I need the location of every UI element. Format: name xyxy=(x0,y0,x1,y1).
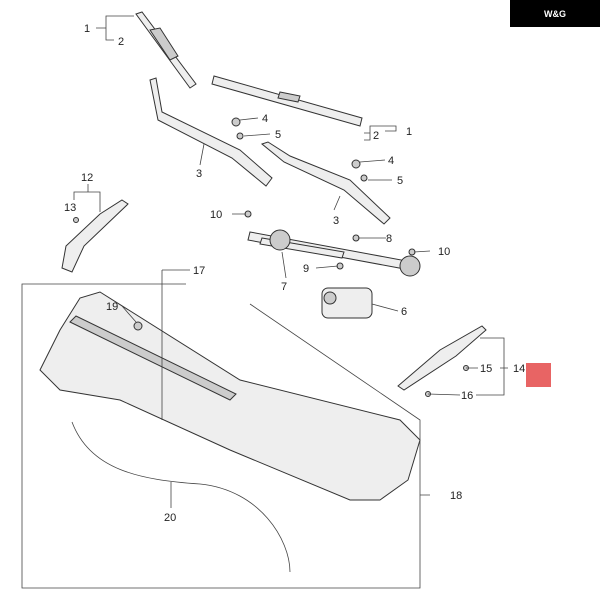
side-cover-right xyxy=(397,325,487,391)
callout-10: 10 xyxy=(210,209,222,221)
callout-18: 18 xyxy=(450,490,462,502)
callout-6: 6 xyxy=(401,306,407,318)
callout-15: 15 xyxy=(480,363,492,375)
callout-14: 14 xyxy=(513,363,525,375)
wiper-blade-right xyxy=(211,75,363,127)
callout-17: 17 xyxy=(193,265,205,277)
callout-9: 9 xyxy=(303,263,309,275)
side-cover-left xyxy=(61,199,129,273)
callout-3: 3 xyxy=(196,168,202,180)
highlight-marker xyxy=(526,363,551,387)
wiper-motor xyxy=(321,287,373,319)
logo-text: W&G xyxy=(544,8,566,19)
wiper-arm-right xyxy=(260,141,391,225)
callout-4: 4 xyxy=(262,113,268,125)
callout-2: 2 xyxy=(118,36,124,48)
callout-16: 16 xyxy=(461,390,473,402)
callout-2: 2 xyxy=(373,130,379,142)
leader-lines xyxy=(73,15,508,508)
callout-7: 7 xyxy=(281,281,287,293)
callout-20: 20 xyxy=(164,512,176,524)
cowl-panel xyxy=(39,291,421,501)
brand-logo: W&G xyxy=(510,0,600,27)
callout-1: 1 xyxy=(84,23,90,35)
assembly-frame xyxy=(21,283,430,589)
callout-5: 5 xyxy=(397,175,403,187)
callout-3: 3 xyxy=(333,215,339,227)
callout-10: 10 xyxy=(438,246,450,258)
callout-4: 4 xyxy=(388,155,394,167)
callout-13: 13 xyxy=(64,202,76,214)
callout-8: 8 xyxy=(386,233,392,245)
wiper-linkage xyxy=(244,210,421,277)
callout-12: 12 xyxy=(81,172,93,184)
wiper-blade-left xyxy=(135,11,197,89)
callout-1: 1 xyxy=(406,126,412,138)
callout-5: 5 xyxy=(275,129,281,141)
wiper-arm-left xyxy=(149,77,273,187)
washer-hose xyxy=(71,421,291,573)
callout-19: 19 xyxy=(106,301,118,313)
